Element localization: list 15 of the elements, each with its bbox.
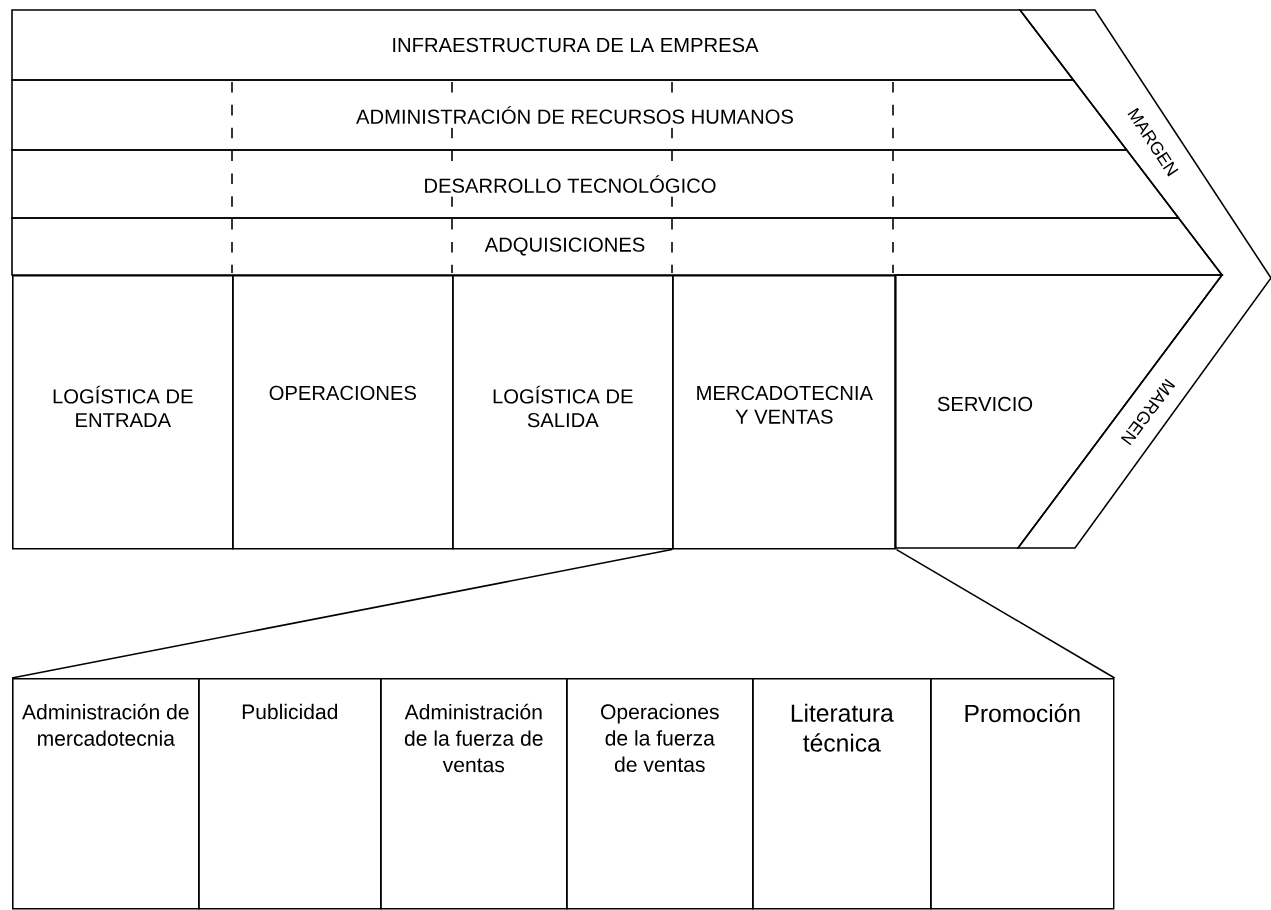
expansion-line: [895, 548, 1116, 679]
support-band: INFRAESTRUCTURA DE LA EMPRESA: [11, 9, 1075, 81]
activity-cell: Promoción: [930, 678, 1115, 910]
activity-cell: Administración de la fuerza de ventas: [380, 678, 568, 910]
activity-cell: Literatura técnica: [752, 678, 932, 910]
activity-cell: Publicidad: [198, 678, 382, 910]
activity-cell: MERCADOTECNIA Y VENTAS: [672, 275, 897, 550]
support-band: ADQUISICIONES: [11, 217, 1224, 276]
activity-cell: Operaciones de la fuerza de ventas: [566, 678, 754, 910]
expansion-line: [11, 548, 673, 679]
activity-cell: OPERACIONES: [232, 275, 454, 550]
activity-cell: LOGÍSTICA DE ENTRADA: [12, 275, 234, 550]
activity-cell: Administración de mercadotecnia: [12, 678, 200, 910]
activity-cell: LOGÍSTICA DE SALIDA: [452, 275, 674, 550]
support-band: ADMINISTRACIÓN DE RECURSOS HUMANOS: [11, 79, 1129, 151]
